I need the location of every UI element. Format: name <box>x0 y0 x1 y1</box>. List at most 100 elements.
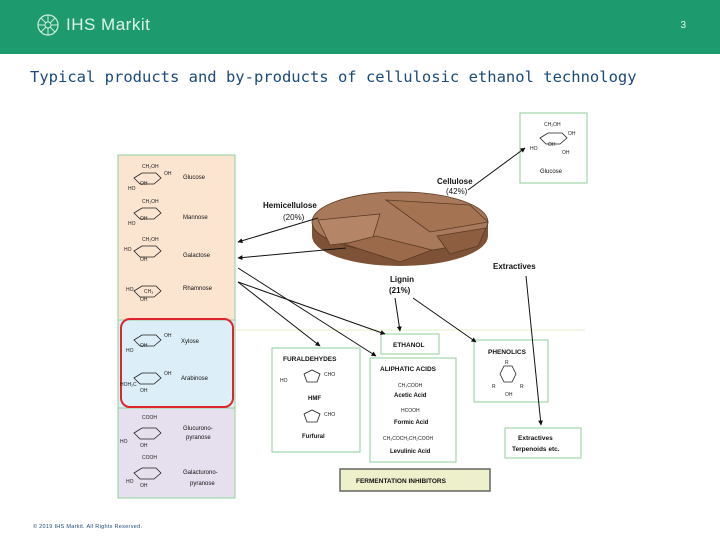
hmf-structure: HO CHO <box>280 369 335 384</box>
lignin-slice <box>342 235 434 263</box>
svg-text:OH: OH <box>505 392 513 398</box>
svg-text:HO: HO <box>120 439 128 445</box>
levulinic-acid-label: Levulinic Acid <box>390 449 431 455</box>
pentose-panel <box>117 319 236 409</box>
svg-text:OH: OH <box>140 443 148 449</box>
svg-text:CHO: CHO <box>324 372 335 378</box>
svg-text:OH: OH <box>164 371 172 377</box>
brand-name: IHS Markit <box>66 15 151 34</box>
aliphatic-acids-title: ALIPHATIC ACIDS <box>380 366 437 373</box>
svg-text:OH: OH <box>140 216 148 222</box>
svg-text:R: R <box>505 360 509 366</box>
uronic-acid-panel <box>117 407 236 499</box>
fermentation-inhibitors-box <box>339 468 491 492</box>
biomass-composition-pie <box>311 191 489 266</box>
formic-acid-label: Formic Acid <box>394 420 429 426</box>
hexose-panel <box>117 154 236 321</box>
svg-text:OH: OH <box>140 257 148 263</box>
glucose-product-label: Glucose <box>540 169 563 175</box>
mannose-label: Mannose <box>183 215 208 221</box>
pentose-highlight <box>120 318 234 408</box>
fermentation-inhibitors-label: FERMENTATION INHIBITORS <box>356 478 447 485</box>
hemicellulose-percent: (20%) <box>283 213 305 222</box>
svg-text:OH: OH <box>562 150 570 156</box>
furaldehydes-box <box>271 347 361 453</box>
extractives-box-line1: Extractives <box>518 435 553 442</box>
svg-text:CHO: CHO <box>324 412 335 418</box>
extractives-box <box>504 427 582 459</box>
glucuronopyranose-label: Glucurono- <box>183 426 213 432</box>
xylose-structure: OH HO OH <box>126 333 172 354</box>
svg-text:OH: OH <box>164 171 172 177</box>
galacturonopyranose-label: Galacturono- <box>183 470 218 476</box>
copyright-footer: © 2019 IHS Markit. All Rights Reserved. <box>33 524 143 530</box>
svg-text:HO: HO <box>280 378 288 384</box>
galactose-label: Galactose <box>183 253 211 259</box>
svg-text:R: R <box>492 384 496 390</box>
svg-text:HO: HO <box>124 247 132 253</box>
svg-text:OH: OH <box>164 333 172 339</box>
cellulose-slice <box>384 199 489 233</box>
svg-text:OH: OH <box>140 181 148 187</box>
svg-text:HO: HO <box>128 221 136 227</box>
header-bar: IHS Markit 3 <box>0 0 720 54</box>
svg-text:HO: HO <box>126 348 134 354</box>
slide-title: Typical products and by-products of cell… <box>30 68 637 86</box>
extractives-label: Extractives <box>493 262 536 271</box>
hmf-label: HMF <box>308 396 321 402</box>
arabinose-structure: HOH₂C OH OH <box>120 371 172 394</box>
svg-text:OH: OH <box>140 343 148 349</box>
mannose-structure: CH₂OH OH HO <box>128 199 162 227</box>
ethanol-box <box>380 333 440 355</box>
lignin-label: Lignin <box>390 275 414 284</box>
svg-text:CH₂OH: CH₂OH <box>544 122 561 128</box>
svg-text:HO: HO <box>126 479 134 485</box>
glucose-label: Glucose <box>183 175 206 181</box>
ethanol-label: ETHANOL <box>393 342 424 349</box>
furfural-label: Furfural <box>302 434 325 440</box>
extractives-slice <box>436 227 487 255</box>
formic-formula: HCOOH <box>401 408 420 414</box>
flow-arrows <box>237 147 544 426</box>
phenol-structure: R R R OH <box>492 360 524 398</box>
svg-text:CH₂OH: CH₂OH <box>142 237 159 243</box>
svg-text:CH₃: CH₃ <box>144 289 153 295</box>
glucuronopyranose-structure: COOH HO OH <box>120 415 162 449</box>
svg-text:COOH: COOH <box>142 455 157 461</box>
furaldehydes-title: FURALDEHYDES <box>283 356 337 363</box>
svg-text:OH: OH <box>140 388 148 394</box>
acetic-formula: CH₃COOH <box>398 383 423 389</box>
svg-text:OH: OH <box>548 142 556 148</box>
glucuronopyranose-label-2: pyranose <box>186 435 211 441</box>
svg-text:COOH: COOH <box>142 415 157 421</box>
svg-text:CH₂OH: CH₂OH <box>142 164 159 170</box>
rhamnose-structure: CH₃ HO OH <box>126 285 162 303</box>
extractives-box-line2: Terpenoids etc. <box>512 446 560 453</box>
lignin-percent: (21%) <box>389 286 411 295</box>
furfural-structure: CHO <box>303 409 335 423</box>
brand-mark-icon <box>37 14 59 36</box>
hemicellulose-label: Hemicellulose <box>263 201 317 210</box>
brand-logo[interactable]: IHS Markit <box>36 13 150 37</box>
acetic-acid-label: Acetic Acid <box>394 393 427 399</box>
svg-text:CH₂OH: CH₂OH <box>142 199 159 205</box>
glucose-product-box <box>519 112 588 184</box>
svg-text:R: R <box>520 384 524 390</box>
galacturonopyranose-structure: COOH HO OH <box>126 455 162 489</box>
svg-text:HOH₂C: HOH₂C <box>120 382 137 388</box>
svg-text:HO: HO <box>128 186 136 192</box>
svg-text:OH: OH <box>140 297 148 303</box>
rhamnose-label: Rhamnose <box>183 286 213 292</box>
galacturonopyranose-label-2: pyranose <box>190 481 215 487</box>
cellulose-percent: (42%) <box>446 187 468 196</box>
arabinose-label: Arabinose <box>181 376 209 382</box>
glucose-structure: CH₂OH HO OH OH <box>128 164 172 192</box>
slide-number: 3 <box>680 20 686 31</box>
cellulose-label: Cellulose <box>437 177 473 186</box>
aliphatic-acids-box <box>369 357 457 463</box>
svg-text:HO: HO <box>126 287 134 293</box>
xylose-label: Xylose <box>181 339 200 345</box>
svg-text:OH: OH <box>568 131 576 137</box>
svg-text:OH: OH <box>140 483 148 489</box>
